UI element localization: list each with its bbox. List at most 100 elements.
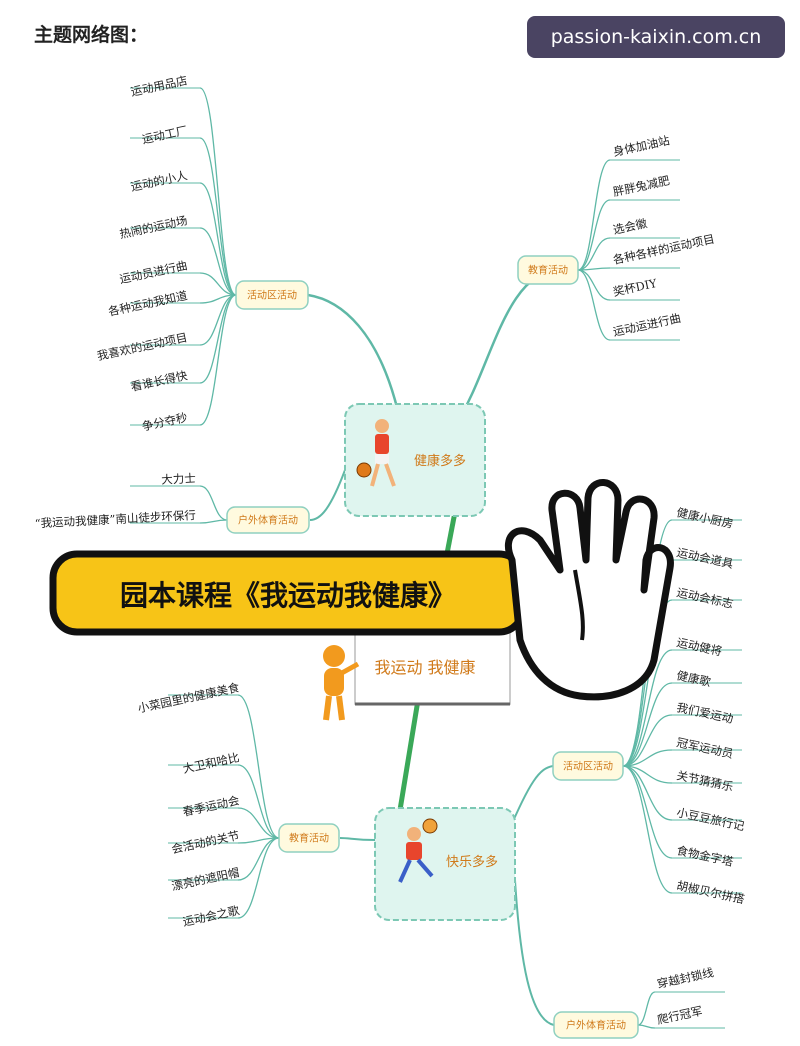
- leaf-item: “我运动我健康”南山徒步环保行: [34, 508, 196, 530]
- branch-node-label: 教育活动: [289, 832, 329, 845]
- leaf-item: 运动运进行曲: [612, 311, 682, 339]
- leaf-item: 关节猜猜乐: [675, 768, 735, 794]
- branch-connector-line: [577, 199, 611, 271]
- leaf-item: 胡椒贝尔拼搭: [675, 878, 746, 906]
- leaf-item: 小豆豆旅行记: [675, 805, 746, 833]
- leaf-item: 运动会道具: [675, 545, 735, 571]
- branch-connector-line: [577, 159, 611, 271]
- leaf-item: 小菜园里的健康美食: [136, 680, 241, 715]
- branch-connector-line: [199, 485, 228, 521]
- basketball-icon: [356, 462, 372, 478]
- branch-connector-line: [237, 837, 280, 919]
- connector-trunk-health-outdoor: [309, 469, 346, 521]
- leaf-item: 大卫和哈比: [181, 750, 240, 776]
- connector-trunk-happy-edu: [339, 837, 376, 841]
- player-shirt: [375, 434, 389, 454]
- branch-node-box: [553, 1011, 639, 1039]
- leaf-item: 会活动的关节: [170, 828, 240, 856]
- leaf-item: 我们爱运动: [675, 700, 734, 726]
- leaf-item: 食物金字塔: [675, 843, 735, 869]
- leaf-item: 运动用品店: [129, 73, 188, 99]
- leaf-item: 各种运动我知道: [107, 288, 189, 319]
- leaf-item: 身体加油站: [612, 133, 672, 159]
- hand-crease: [573, 569, 585, 641]
- branch-node-box: [552, 751, 624, 781]
- branch-connector-line: [199, 272, 237, 296]
- player-head: [407, 827, 421, 841]
- branch-connector-line: [199, 227, 237, 296]
- branch-connector-line: [577, 269, 611, 301]
- leaf-item: 大力士: [161, 471, 196, 487]
- center-label: 我运动 我健康: [374, 658, 475, 677]
- hub-health-label: 健康多多: [414, 453, 466, 469]
- branch-connector-line: [199, 137, 237, 296]
- branch-node-box: [226, 506, 310, 534]
- leaf-item: 奖杯DIY: [612, 276, 659, 299]
- connector-trunk-health-area: [307, 293, 402, 421]
- branch-node-label: 活动区活动: [563, 761, 613, 773]
- branch-node-box: [278, 823, 340, 853]
- branch-connector-line: [237, 764, 280, 839]
- player-leg: [416, 858, 434, 878]
- connector-trunk-center-happy: [397, 699, 421, 811]
- branch-connector-line: [622, 749, 673, 767]
- title-banner-text: 园本课程《我运动我健康》: [120, 579, 456, 612]
- branch-connector-line: [622, 765, 673, 894]
- hub-happy-label: 快乐多多: [446, 854, 498, 870]
- branch-connector-line: [637, 1024, 656, 1029]
- leaf-item: 选会徽: [612, 216, 649, 237]
- connector-trunk-happy-outdoor: [514, 879, 555, 1026]
- leaf-item: 健康小厨房: [675, 505, 734, 531]
- presenter-arm: [338, 661, 360, 677]
- page-title: 主题网络图：: [34, 24, 149, 46]
- leaf-item: 各种各样的运动项目: [612, 232, 716, 267]
- branch-node-label: 活动区活动: [247, 290, 297, 302]
- leaf-item: 运动健将: [675, 635, 723, 658]
- leaf-item: 冠军运动员: [675, 735, 734, 761]
- player-shirt: [406, 842, 422, 860]
- leaf-item: 漂亮的遮阳帽: [170, 865, 240, 893]
- branch-connector-line: [622, 765, 673, 821]
- presenter-figure: [323, 645, 360, 721]
- branch-connector-line: [622, 682, 673, 767]
- leaf-item: 穿越封锁线: [656, 965, 716, 991]
- branch-node-box: [517, 255, 579, 285]
- branch-connector-line: [199, 182, 237, 296]
- leaf-item: 健康歌: [675, 668, 712, 689]
- presenter-leg: [323, 695, 332, 721]
- branch-node-label: 户外体育活动: [238, 514, 298, 527]
- branch-node-box: [235, 280, 309, 310]
- leaf-item: 运动会标志: [675, 585, 734, 611]
- presenter-body: [324, 668, 344, 696]
- branch-connector-line: [637, 991, 656, 1026]
- leaf-item: 春季运动会: [181, 793, 241, 819]
- branch-node-label: 教育活动: [528, 264, 568, 277]
- ball-icon: [422, 818, 438, 834]
- branch-connector-line: [577, 237, 611, 271]
- branch-connector-line: [237, 807, 280, 839]
- leaf-item: 争分夺秒: [141, 410, 189, 433]
- basketball-player-figure: [356, 419, 396, 487]
- branch-connector-line: [199, 294, 237, 426]
- leaf-item: 胖胖兔减肥: [612, 173, 672, 199]
- center-board: [354, 631, 511, 705]
- leaf-item: 运动会之歌: [181, 903, 241, 929]
- player-leg: [384, 463, 396, 487]
- branch-connector-line: [237, 837, 280, 881]
- leaf-item: 看谁长得快: [129, 368, 189, 394]
- branch-connector-line: [199, 294, 237, 346]
- branch-connector-line: [199, 87, 237, 296]
- cartoon-hand-icon: [504, 479, 674, 701]
- overlay-art: 园本课程《我运动我健康》: [49, 479, 674, 701]
- leaf-item: 我喜欢的运动项目: [96, 330, 189, 363]
- leaf-item: 运动员进行曲: [118, 258, 188, 286]
- branch-connector-line: [622, 765, 673, 784]
- branch-connector-line: [577, 269, 611, 341]
- leaf-item: 爬行冠军: [656, 1004, 704, 1027]
- presenter-head: [323, 645, 345, 667]
- presenter-leg: [336, 695, 345, 721]
- leaf-item: 热闹的运动场: [118, 213, 188, 241]
- branch-connector-line: [237, 694, 280, 839]
